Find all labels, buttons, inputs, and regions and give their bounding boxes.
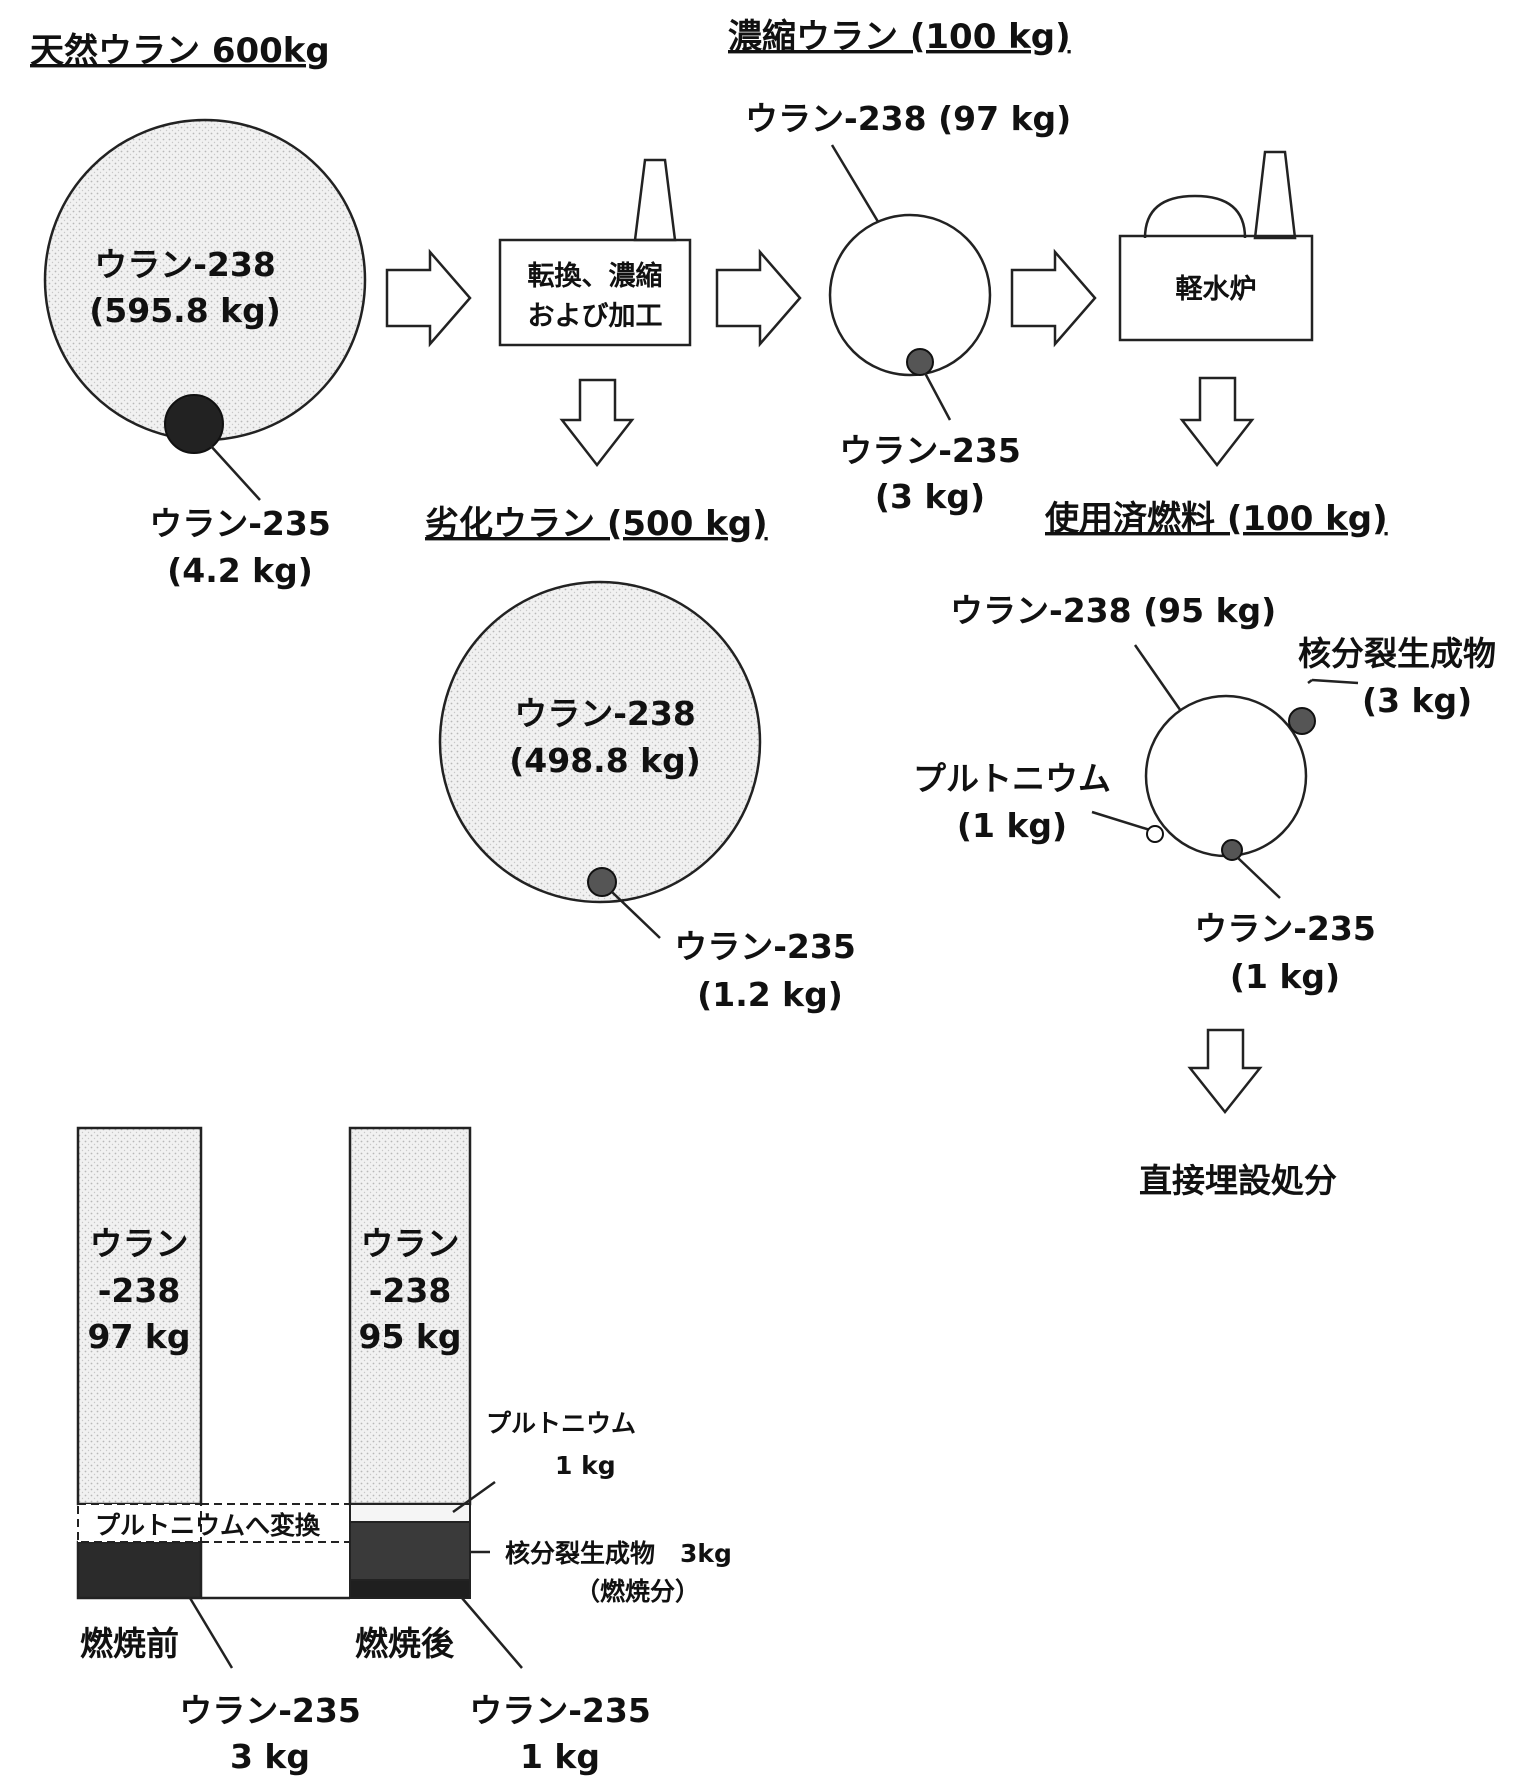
- depleted-u235-dot: [587, 867, 617, 897]
- depleted-u235-value: (1.2 kg): [697, 975, 843, 1014]
- depleted-u238-label: ウラン-238: [514, 694, 696, 733]
- spent-fission-pointer: [1311, 678, 1359, 685]
- spent-fission-value: (3 kg): [1362, 681, 1472, 720]
- enriched-uranium-title: 濃縮ウラン (100 kg): [728, 17, 1071, 57]
- direct-disposal-label: 直接埋設処分: [1139, 1161, 1337, 1200]
- spent-fission-pointer-tail: [1307, 679, 1313, 684]
- natural-u235-pointer: [209, 444, 261, 501]
- right-arrow-icon: [385, 248, 472, 348]
- after-label: 燃焼後: [355, 1624, 455, 1663]
- before-u235-label: ウラン-235: [179, 1691, 361, 1730]
- after-pu-bar: [349, 1503, 471, 1523]
- reactor-box: [1118, 234, 1314, 342]
- natural-u235-label: ウラン-235: [149, 504, 331, 543]
- down-arrow-icon: [1187, 1028, 1263, 1115]
- spent-u235-label: ウラン-235: [1194, 909, 1376, 948]
- right-arrow-icon: [1010, 248, 1097, 348]
- natural-uranium-title: 天然ウラン 600kg: [30, 31, 330, 71]
- before-label: 燃焼前: [80, 1624, 179, 1663]
- after-pu-label: プルトニウム: [486, 1409, 636, 1438]
- before-u235-pointer: [188, 1597, 234, 1669]
- after-fission-note: （燃焼分）: [575, 1577, 700, 1606]
- enriched-u238-circle: [828, 213, 992, 377]
- down-arrow-icon: [1179, 376, 1255, 468]
- natural-u238-label: ウラン-238: [94, 245, 276, 284]
- after-u238-bar: [348, 1126, 472, 1506]
- natural-u235-value: (4.2 kg): [167, 551, 313, 590]
- spent-pu-label: プルトニウム: [913, 759, 1111, 798]
- conversion-label-line2: および加工: [528, 301, 663, 332]
- chimney-icon: [1253, 150, 1297, 240]
- after-u238-line2: -238: [369, 1271, 452, 1310]
- after-u238-line3: 95 kg: [359, 1317, 462, 1356]
- depleted-u238-value: (498.8 kg): [509, 741, 701, 780]
- after-u235-label: ウラン-235: [469, 1691, 651, 1730]
- enriched-u235-label: ウラン-235: [839, 431, 1021, 470]
- enriched-u235-dot: [906, 348, 934, 376]
- before-u238-bar: [76, 1126, 203, 1506]
- spent-pu-value: (1 kg): [957, 806, 1067, 845]
- before-convert-zone: [77, 1503, 202, 1543]
- after-u238-line1: ウラン: [361, 1224, 460, 1263]
- after-u235-pointer: [461, 1597, 523, 1669]
- before-u238-line1: ウラン: [90, 1224, 189, 1263]
- spent-pu-pointer: [1091, 810, 1151, 832]
- after-pu-pointer: [452, 1480, 496, 1514]
- spent-u235-value: (1 kg): [1230, 957, 1340, 996]
- depleted-u235-pointer: [611, 891, 661, 939]
- after-fission-bar: [349, 1521, 471, 1581]
- before-convert-label: プルトニウムへ変換: [95, 1511, 321, 1540]
- enriched-u235-value: (3 kg): [875, 477, 985, 516]
- spent-u235-pointer: [1237, 857, 1281, 899]
- before-u235-bar: [76, 1540, 203, 1600]
- spent-fission-dot: [1288, 707, 1316, 735]
- spent-u235-dot: [1221, 839, 1243, 861]
- depleted-u235-label: ウラン-235: [674, 927, 856, 966]
- after-fission-label: 核分裂生成物 3kg: [505, 1539, 732, 1568]
- conversion-plant-box: [498, 238, 692, 347]
- before-u238-line2: -238: [98, 1271, 181, 1310]
- natural-u235-dot: [164, 394, 224, 454]
- depleted-uranium-title: 劣化ウラン (500 kg): [425, 504, 768, 544]
- spent-u238-label: ウラン-238 (95 kg): [950, 591, 1276, 630]
- depleted-u238-circle: [438, 580, 762, 904]
- natural-u238-value: (595.8 kg): [89, 291, 281, 330]
- enriched-u238-label: ウラン-238 (97 kg): [745, 99, 1071, 138]
- spent-fission-label: 核分裂生成物: [1298, 634, 1496, 673]
- conversion-label-line1: 転換、濃縮: [528, 260, 663, 292]
- after-pu-value: 1 kg: [555, 1451, 616, 1480]
- spent-fuel-circle: [1144, 694, 1308, 858]
- before-u238-line3: 97 kg: [88, 1317, 191, 1356]
- after-u235-value: 1 kg: [520, 1737, 600, 1776]
- spent-pu-dot: [1146, 825, 1164, 843]
- spent-fuel-title: 使用済燃料 (100 kg): [1044, 499, 1388, 539]
- before-u235-value: 3 kg: [230, 1737, 310, 1776]
- right-arrow-icon: [715, 248, 802, 348]
- after-u235-bar: [349, 1579, 471, 1599]
- down-arrow-icon: [559, 378, 635, 468]
- reactor-dome-icon: [1143, 194, 1247, 239]
- enriched-u235-pointer: [923, 372, 952, 421]
- reactor-label: 軽水炉: [1176, 274, 1257, 305]
- chimney-icon: [633, 158, 677, 242]
